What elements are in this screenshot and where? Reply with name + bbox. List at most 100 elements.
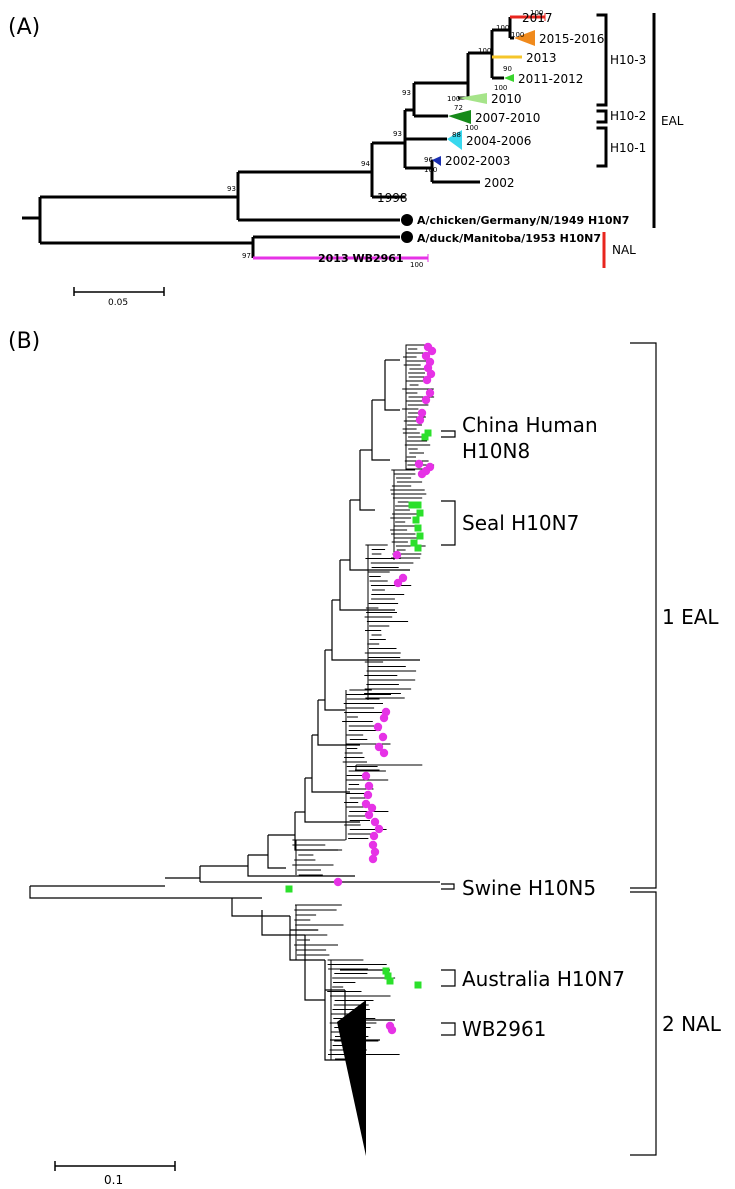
tip-marker: [384, 972, 392, 980]
tip-marker: [379, 713, 389, 723]
tip-marker: [414, 501, 422, 509]
tip-label: 2011-2012: [518, 72, 583, 86]
bracket-h10-2: [596, 109, 608, 124]
bootstrap-value: 100: [494, 84, 507, 92]
tip-marker: [414, 524, 422, 532]
tip-marker: [370, 817, 380, 827]
triangle-2010: [458, 93, 487, 104]
bootstrap-value: 97: [242, 252, 251, 260]
panel-a-colored-clades: [253, 13, 546, 262]
tip-marker: [416, 532, 424, 540]
bracket-h10-3: [596, 13, 608, 107]
panel-a-tree-branches: [22, 17, 514, 258]
tip-marker: [364, 781, 374, 791]
tip-marker: [368, 854, 378, 864]
strain-label: 2013 WB2961: [318, 252, 404, 265]
panel-a-subgroup-brackets: H10-3 H10-2 H10-1 EAL NAL: [596, 13, 684, 268]
tip-label: 2002-2003: [445, 154, 510, 168]
clade-label: WB2961: [462, 1017, 546, 1041]
lineage-label: NAL: [612, 243, 636, 257]
bootstrap-value: 93: [393, 130, 402, 138]
tip-marker: [421, 395, 431, 405]
bracket-1-eal: [630, 342, 657, 889]
marker-manitoba-1953: [401, 231, 413, 243]
triangle-2002-2003: [432, 156, 441, 166]
tip-marker: [408, 501, 416, 509]
tip-marker: [414, 459, 424, 469]
tip-marker: [424, 429, 432, 437]
panel-b: (B): [8, 329, 722, 1187]
panel-b-markers: [285, 342, 437, 1035]
scale-label: 0.05: [108, 298, 128, 308]
tip-marker: [421, 351, 431, 361]
bracket-australia: [441, 969, 456, 987]
marker-germany-1949: [401, 214, 413, 226]
clade-label: Swine H10N5: [462, 876, 596, 900]
tip-marker: [412, 516, 420, 524]
panel-b-scale-bar: 0.1: [54, 1161, 176, 1187]
bootstrap-value: 100: [530, 9, 543, 17]
triangle-2007-2010: [448, 110, 471, 124]
panel-a-tip-labels: 2017 2015-2016 2013 2011-2012 2010 2007-…: [318, 11, 629, 265]
tip-marker: [414, 544, 422, 552]
panel-b-leaves: [292, 344, 435, 1060]
tip-marker: [421, 433, 429, 441]
clade-label: H10N8: [462, 439, 530, 463]
bootstrap-value: 100: [447, 95, 460, 103]
panel-a-label: (A): [8, 15, 40, 40]
tip-marker: [370, 847, 380, 857]
bootstrap-value: 88: [452, 131, 461, 139]
tip-marker: [285, 885, 293, 893]
clade-label: China Human: [462, 413, 598, 437]
bracket-seal: [441, 500, 456, 546]
tip-marker: [415, 415, 425, 425]
scale-label: 0.1: [104, 1173, 123, 1187]
bootstrap-value: 93: [402, 89, 411, 97]
subgroup-label: H10-3: [610, 53, 646, 67]
tip-marker: [422, 375, 432, 385]
tip-marker: [387, 1025, 397, 1035]
triangle-2004-2006: [447, 130, 462, 150]
tip-marker: [333, 877, 343, 887]
bootstrap-value: 96: [424, 156, 433, 164]
bracket-wb2961: [441, 1022, 456, 1036]
panel-b-clade-labels: China Human H10N8 Seal H10N7 Swine H10N5…: [441, 413, 625, 1041]
tip-marker: [374, 742, 384, 752]
bootstrap-value: 90: [503, 65, 512, 73]
tip-label: 2013: [526, 51, 557, 65]
tip-marker: [373, 722, 383, 732]
clade-label: Australia H10N7: [462, 967, 625, 991]
tip-marker: [368, 840, 378, 850]
tip-marker: [425, 388, 435, 398]
tip-marker: [361, 799, 371, 809]
tip-marker: [414, 981, 422, 989]
tip-marker: [386, 977, 394, 985]
triangle-2011-2012: [504, 74, 514, 82]
tip-marker: [378, 732, 388, 742]
bracket-2-nal: [630, 891, 657, 1156]
tip-marker: [367, 803, 377, 813]
tip-marker: [379, 748, 389, 758]
tip-marker: [364, 810, 374, 820]
bootstrap-value: 100: [465, 124, 478, 132]
bootstrap-value: 100: [511, 31, 524, 39]
bootstrap-value: 100: [410, 261, 423, 269]
tip-marker: [416, 509, 424, 517]
tip-marker: [363, 790, 373, 800]
lineage-label: EAL: [661, 114, 684, 128]
bracket-china-human: [441, 430, 456, 438]
tip-marker: [361, 771, 371, 781]
panel-a-bootstrap-values: 100 100 100 90 100 100 72 100 93 88 100 …: [227, 9, 543, 269]
clade-label: Seal H10N7: [462, 511, 579, 535]
tip-label: 2007-2010: [475, 111, 540, 125]
bootstrap-value: 100: [496, 24, 509, 32]
tip-marker: [427, 346, 437, 356]
bootstrap-value: 100: [424, 166, 437, 174]
tip-label: 2010: [491, 92, 522, 106]
bootstrap-value: 100: [478, 47, 491, 55]
tip-label: 2015-2016: [539, 32, 604, 46]
tip-label: 2004-2006: [466, 134, 531, 148]
subgroup-label: H10-2: [610, 109, 646, 123]
panel-a-scale-bar: 0.05: [73, 287, 165, 308]
